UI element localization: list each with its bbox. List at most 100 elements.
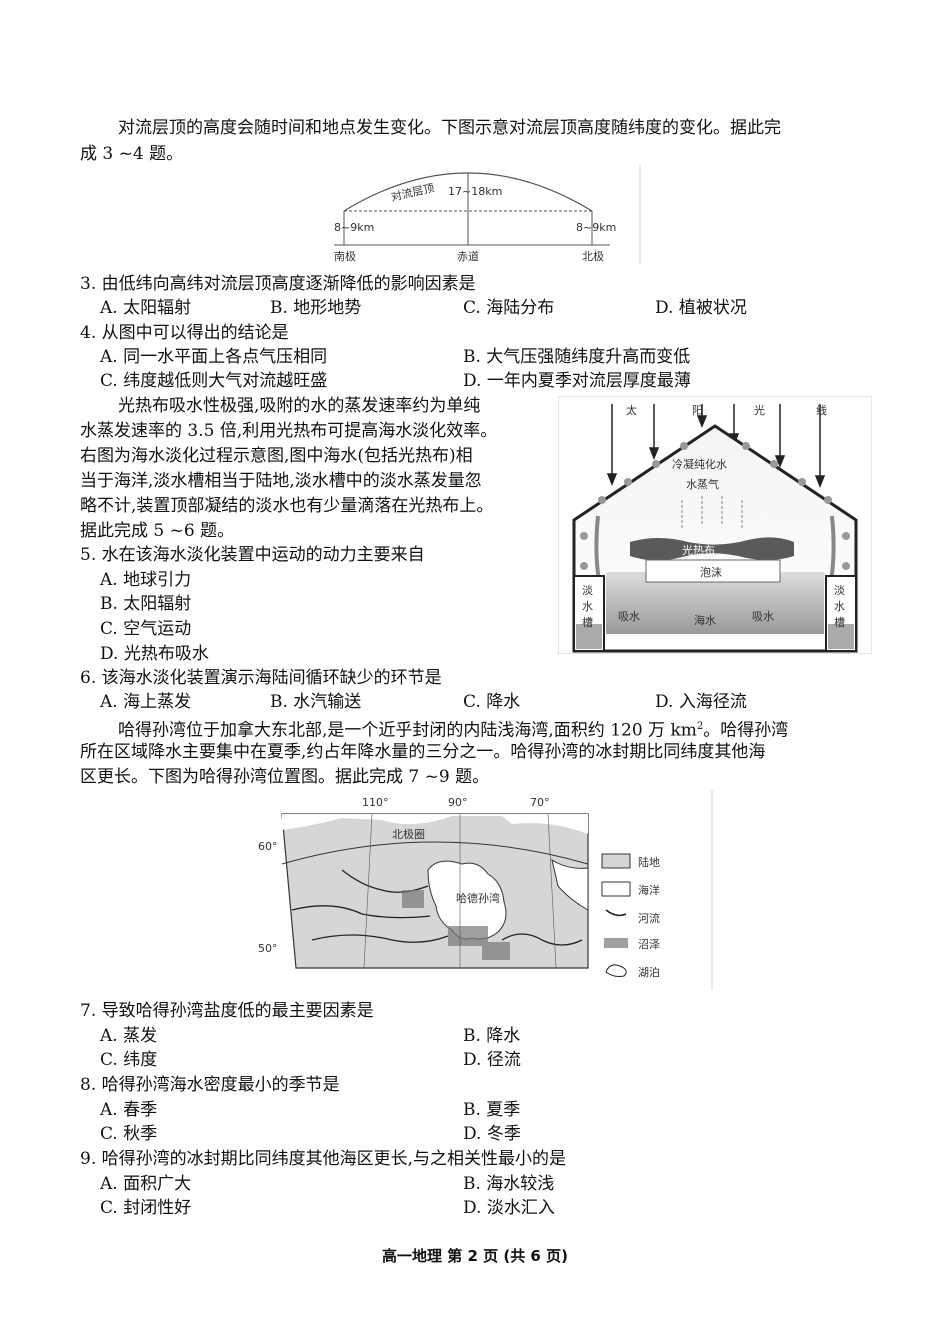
lat-50-label: 50°: [258, 942, 278, 955]
q4-option-c: C. 纬度越低则大气对流越旺盛: [100, 371, 328, 391]
legend-land-swatch: [601, 853, 631, 869]
q9-option-c: C. 封闭性好: [100, 1198, 192, 1218]
intro-paragraph-2-line-3: 右图为海水淡化过程示意图,图中海水(包括光热布)相: [80, 446, 473, 466]
question-3-stem: 3. 由低纬向高纬对流层顶高度逐渐降低的影响因素是: [80, 274, 476, 294]
q4-option-d: D. 一年内夏季对流层厚度最薄: [463, 371, 691, 391]
lon-90-label: 90°: [448, 796, 468, 809]
q4-option-a: A. 同一水平面上各点气压相同: [100, 347, 328, 367]
q6-option-c: C. 降水: [463, 692, 521, 712]
south-pole-label: 南极: [334, 249, 356, 263]
legend-river: 河流: [638, 911, 660, 925]
desalination-figure: 太 阳 光 线 冷凝纯化水 水蒸气 光热布 泡沫 吸水 海水 吸水 淡 水 槽 …: [558, 396, 872, 654]
equator-label: 赤道: [457, 249, 479, 263]
south-pole-height-label: 8~9km: [334, 221, 374, 234]
left-tank-label-2: 水: [582, 600, 593, 613]
q5-option-c: C. 空气运动: [100, 619, 192, 639]
absorb-left-label: 吸水: [618, 610, 640, 623]
intro-paragraph-2-line-6: 据此完成 5 ~6 题。: [80, 521, 235, 541]
intro-paragraph-1-line-2: 成 3 ~4 题。: [80, 144, 184, 164]
lon-110-label: 110°: [362, 796, 389, 809]
tropopause-label: 对流层顶: [390, 180, 436, 204]
arctic-circle-label: 北极圈: [392, 827, 425, 841]
lat-60-label: 60°: [258, 840, 278, 853]
q6-option-a: A. 海上蒸发: [100, 692, 192, 712]
question-7-stem: 7. 导致哈得孙湾盐度低的最主要因素是: [80, 1001, 374, 1021]
labrador-sea: [551, 858, 589, 911]
q9-option-a: A. 面积广大: [100, 1174, 192, 1194]
right-tank-water: [828, 624, 854, 649]
q8-option-c: C. 秋季: [100, 1124, 158, 1144]
q9-option-d: D. 淡水汇入: [463, 1198, 555, 1218]
q3-option-a: A. 太阳辐射: [100, 298, 192, 318]
equator-height-label: 17~18km: [448, 185, 502, 198]
question-5-stem: 5. 水在该海水淡化装置中运动的动力主要来自: [80, 545, 425, 565]
q7-option-c: C. 纬度: [100, 1050, 158, 1070]
marsh-areas: [402, 890, 510, 960]
q3-option-d: D. 植被状况: [655, 298, 747, 318]
hudson-bay-map: 110° 90° 70° 60° 50° 北极圈 哈德孙湾 陆地 海洋 河流 沼…: [258, 790, 713, 990]
legend-ocean-swatch: [601, 881, 631, 897]
intro3-text-b: 。哈得孙湾: [703, 720, 789, 741]
intro-paragraph-3-line-2: 所在区域降水主要集中在夏季,约占年降水量的三分之一。哈得孙湾的冰封期比同纬度其他…: [80, 742, 766, 762]
intro-paragraph-2-line-5: 略不计,装置顶部凝结的淡水也有少量滴落在光热布上。: [80, 496, 494, 516]
sun-label-1: 太: [626, 404, 637, 417]
intro-paragraph-1-line-1: 对流层顶的高度会随时间和地点发生变化。下图示意对流层顶高度随纬度的变化。据此完: [118, 118, 781, 138]
arctic-ocean: [282, 814, 588, 834]
q8-option-d: D. 冬季: [463, 1124, 521, 1144]
q9-option-b: B. 海水较浅: [463, 1174, 555, 1194]
seawater-label: 海水: [694, 613, 716, 627]
condensation-droplets: [580, 442, 850, 570]
q5-option-b: B. 太阳辐射: [100, 594, 192, 614]
question-4-stem: 4. 从图中可以得出的结论是: [80, 323, 289, 343]
legend-lake: 湖泊: [638, 966, 660, 979]
q5-option-a: A. 地球引力: [100, 570, 192, 590]
bay-label: 哈德孙湾: [456, 891, 500, 905]
arctic-circle-line: [281, 841, 589, 865]
page-footer: 高一地理 第 2 页 (共 6 页): [382, 1247, 568, 1265]
tropopause-figure: 对流层顶 17~18km 8~9km 8~9km 南极 赤道 北极: [334, 165, 641, 265]
q7-option-a: A. 蒸发: [100, 1026, 158, 1046]
water-vapor-label: 水蒸气: [686, 477, 719, 491]
north-pole-label: 北极: [582, 249, 604, 263]
q3-option-b: B. 地形地势: [270, 298, 362, 318]
q7-option-d: D. 径流: [463, 1050, 521, 1070]
legend-land: 陆地: [638, 855, 660, 869]
foam-block: [645, 559, 781, 583]
right-tank-label-1: 淡: [834, 584, 845, 597]
graticule: [363, 813, 557, 969]
condensed-water-label: 冷凝纯化水: [672, 457, 727, 471]
intro3-superscript: 2: [696, 721, 704, 732]
intro-paragraph-2-line-1: 光热布吸水性极强,吸附的水的蒸发速率约为单纯: [118, 396, 481, 416]
photothermal-cloth: [630, 537, 794, 561]
sun-label-2: 阳: [692, 404, 703, 417]
q7-option-b: B. 降水: [463, 1026, 521, 1046]
cloth-label: 光热布: [682, 543, 715, 557]
intro-paragraph-2-line-2: 水蒸发速率的 3.5 倍,利用光热布可提高海水淡化效率。: [80, 421, 498, 441]
q8-option-a: A. 春季: [100, 1100, 158, 1120]
question-9-stem: 9. 哈得孙湾的冰封期比同纬度其他海区更长,与之相关性最小的是: [80, 1149, 567, 1169]
right-tank-label-3: 槽: [834, 616, 845, 629]
left-tank-label-1: 淡: [582, 584, 593, 597]
lon-70-label: 70°: [530, 796, 550, 809]
q6-option-b: B. 水汽输送: [270, 692, 362, 712]
question-8-stem: 8. 哈得孙湾海水密度最小的季节是: [80, 1075, 340, 1095]
q6-option-d: D. 入海径流: [655, 692, 747, 712]
legend-marsh-swatch: [604, 938, 628, 948]
intro-paragraph-3-line-3: 区更长。下图为哈得孙湾位置图。据此完成 7 ~9 题。: [80, 767, 490, 787]
left-tank-water: [576, 624, 602, 649]
sun-label-4: 线: [816, 403, 827, 417]
right-tank-label-2: 水: [834, 600, 845, 613]
sun-label-3: 光: [754, 403, 765, 417]
absorb-right-label: 吸水: [752, 610, 774, 623]
q3-option-c: C. 海陆分布: [463, 298, 555, 318]
legend-river-swatch: [605, 909, 627, 917]
intro3-text-a: 哈得孙湾位于加拿大东北部,是一个近乎封闭的内陆浅海湾,面积约 120 万 km: [118, 720, 697, 741]
legend-lake-swatch: [605, 964, 627, 977]
q8-option-b: B. 夏季: [463, 1100, 521, 1120]
foam-label: 泡沫: [700, 565, 722, 579]
question-6-stem: 6. 该海水淡化装置演示海陆间循环缺少的环节是: [80, 668, 442, 688]
q4-option-b: B. 大气压强随纬度升高而变低: [463, 347, 691, 367]
left-tank-label-3: 槽: [582, 616, 593, 629]
intro-paragraph-3-line-1: 哈得孙湾位于加拿大东北部,是一个近乎封闭的内陆浅海湾,面积约 120 万 km2…: [118, 715, 788, 743]
legend-ocean: 海洋: [638, 883, 660, 897]
